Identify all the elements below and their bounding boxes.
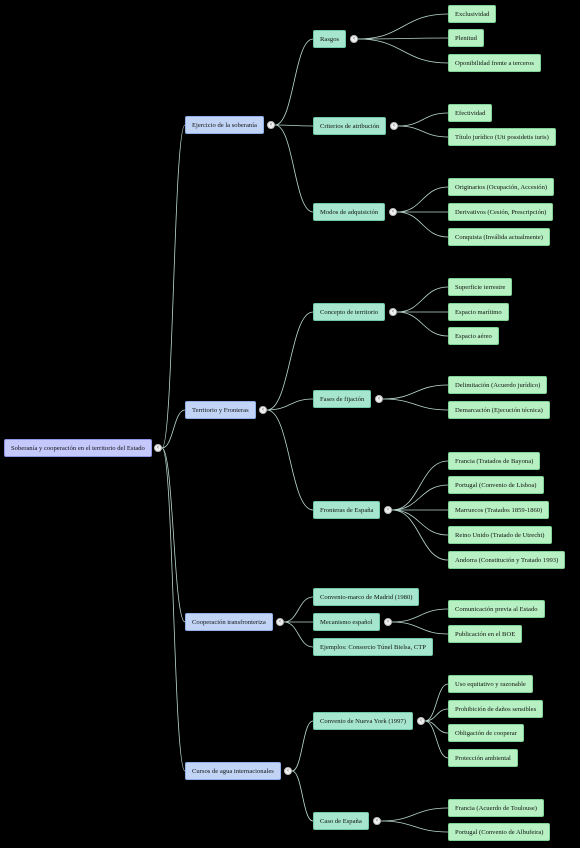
topic-node[interactable]: Convenio-marco de Madrid (1980) (313, 588, 420, 606)
leaf-node[interactable]: Andorra (Constitución y Tratado 1993) (448, 551, 566, 569)
connector-line (382, 384, 449, 400)
collapse-toggle-icon[interactable]: ‹ (154, 444, 162, 452)
connector-line (424, 708, 449, 722)
leaf-node[interactable]: Conquista (Inválida actualmente) (448, 228, 550, 246)
connector-line (424, 683, 449, 722)
topic-node[interactable]: Mecanismo español (313, 613, 380, 631)
topic-node[interactable]: Criterios de atribución (313, 117, 387, 135)
leaf-node[interactable]: Prohibición de daños sensibles (448, 700, 544, 718)
leaf-node[interactable]: Delimitación (Acuerdo jurídico) (448, 376, 548, 394)
connector-line (161, 409, 186, 449)
leaf-node[interactable]: Francia (Tratados de Bayona) (448, 452, 541, 470)
connector-line (391, 509, 449, 536)
leaf-node[interactable]: Portugal (Convenio de Lisboa) (448, 476, 544, 494)
connector-line (391, 484, 449, 511)
topic-node[interactable]: Rasgos (313, 30, 347, 48)
connector-line (274, 124, 314, 127)
connector-line (424, 720, 449, 759)
connector-line (382, 398, 449, 411)
connector-line (380, 807, 449, 822)
leaf-node[interactable]: Demarcación (Ejecución técnica) (448, 401, 550, 419)
leaf-node[interactable]: Marruecos (Tratados 1859-1860) (448, 501, 550, 519)
leaf-node[interactable]: Francia (Acuerdo de Toulouse) (448, 799, 544, 817)
leaf-node[interactable]: Originarios (Ocupación, Accesión) (448, 178, 555, 196)
connector-line (391, 621, 449, 635)
connector-line (161, 447, 186, 623)
collapse-toggle-icon[interactable]: ‹ (390, 122, 398, 130)
connector-line (291, 720, 314, 772)
connector-line (396, 311, 449, 337)
connector-line (397, 112, 449, 127)
connector-line (274, 38, 314, 126)
connector-line (274, 124, 314, 213)
leaf-node[interactable]: Reino Unido (Tratado de Utrecht) (448, 526, 552, 544)
connector-line (161, 447, 186, 772)
connector-line (161, 124, 186, 449)
collapse-toggle-icon[interactable]: ‹ (276, 618, 284, 626)
leaf-node[interactable]: Obligación de cooperar (448, 724, 524, 742)
collapse-toggle-icon[interactable]: ‹ (259, 406, 267, 414)
collapse-toggle-icon[interactable]: ‹ (384, 506, 392, 514)
connector-line (397, 125, 449, 138)
topic-node[interactable]: Concepto de territorio (313, 303, 386, 321)
branch-node[interactable]: Cursos de agua internacionales (185, 762, 281, 780)
topic-node[interactable]: Modos de adquisición (313, 203, 386, 221)
connector-line (396, 286, 449, 313)
leaf-node[interactable]: Derivativos (Cesión, Prescripción) (448, 203, 554, 221)
leaf-node[interactable]: Superficie terrestre (448, 278, 513, 296)
collapse-toggle-icon[interactable]: ‹ (284, 767, 292, 775)
leaf-node[interactable]: Espacio aéreo (448, 327, 499, 345)
topic-node[interactable]: Ejemplos: Consorcio Túnel Bielsa, CTP (313, 638, 433, 656)
leaf-node[interactable]: Uso equitativo y razonable (448, 675, 533, 693)
connector-line (391, 608, 449, 623)
connector-line (266, 311, 314, 411)
root-node[interactable]: Soberanía y cooperación en el territorio… (4, 439, 152, 457)
branch-node[interactable]: Territorio y Fronteras (185, 401, 256, 419)
topic-node[interactable]: Fronteras de España (313, 501, 381, 519)
collapse-toggle-icon[interactable]: ‹ (373, 817, 381, 825)
topic-node[interactable]: Convenio de Nueva York (1997) (313, 712, 413, 730)
branch-node[interactable]: Ejercicio de la soberanía (185, 116, 264, 134)
collapse-toggle-icon[interactable]: ‹ (389, 308, 397, 316)
connector-line (283, 596, 314, 623)
collapse-toggle-icon[interactable]: ‹ (375, 395, 383, 403)
leaf-node[interactable]: Oponibilidad frente a terceros (448, 54, 541, 72)
connector-line (391, 509, 449, 561)
connector-line (291, 770, 314, 822)
leaf-node[interactable]: Efectividad (448, 104, 493, 122)
connector-line (357, 37, 449, 40)
topic-node[interactable]: Caso de España (313, 812, 369, 830)
leaf-node[interactable]: Título jurídico (Uti possidetis iuris) (448, 128, 556, 146)
collapse-toggle-icon[interactable]: ‹ (417, 717, 425, 725)
connector-line (396, 211, 449, 238)
collapse-toggle-icon[interactable]: ‹ (389, 208, 397, 216)
leaf-node[interactable]: Publicación en el BOE (448, 625, 523, 643)
leaf-node[interactable]: Exclusividad (448, 5, 497, 23)
branch-node[interactable]: Cooperación transfronteriza (185, 613, 273, 631)
leaf-node[interactable]: Comunicación previa al Estado (448, 600, 545, 618)
connector-line (380, 820, 449, 833)
connector-line (391, 460, 449, 511)
connector-line (266, 398, 314, 411)
connector-line (283, 621, 314, 648)
leaf-node[interactable]: Protección ambiental (448, 749, 518, 767)
connector-line (357, 38, 449, 64)
leaf-node[interactable]: Portugal (Convenio de Albufeira) (448, 823, 551, 841)
collapse-toggle-icon[interactable]: ‹ (384, 618, 392, 626)
collapse-toggle-icon[interactable]: ‹ (267, 121, 275, 129)
collapse-toggle-icon[interactable]: ‹ (350, 35, 358, 43)
connector-line (357, 13, 449, 40)
connector-line (266, 409, 314, 511)
leaf-node[interactable]: Plenitud (448, 29, 484, 47)
topic-node[interactable]: Fases de fijación (313, 390, 372, 408)
leaf-node[interactable]: Espacio marítimo (448, 303, 509, 321)
connector-line (396, 186, 449, 213)
